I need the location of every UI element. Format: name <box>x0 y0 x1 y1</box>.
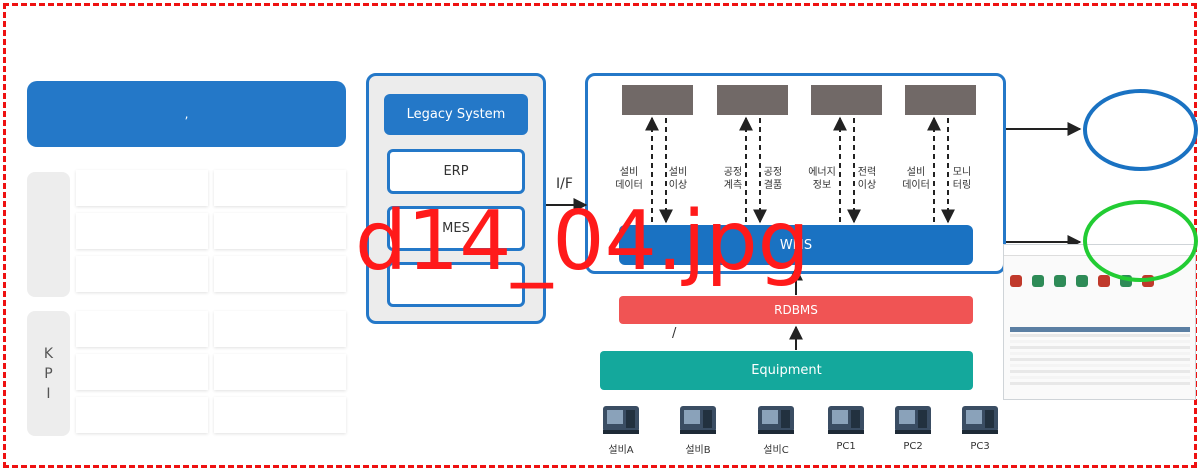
flow-label-up: 설비 데이터 <box>902 167 930 191</box>
device-label: 설비B <box>685 445 711 456</box>
machine-icon <box>962 406 998 434</box>
slash-label: / <box>672 326 677 341</box>
thumb-device-icon <box>1032 275 1044 287</box>
group1-cell <box>214 213 346 249</box>
kpi-side-label: K P I <box>27 311 70 436</box>
kpi-cell <box>214 311 346 347</box>
thumb-device-icon <box>1076 275 1088 287</box>
device-label: 설비A <box>608 445 634 456</box>
machine-icon <box>758 406 794 434</box>
wms-module-box <box>717 85 788 115</box>
kpi-cell <box>214 397 346 433</box>
filename-watermark: d14_04.jpg <box>355 194 810 289</box>
device-label: PC1 <box>836 441 856 452</box>
group1-cell <box>76 213 208 249</box>
output-ellipse-green <box>1083 200 1198 282</box>
wms-module-box <box>622 85 693 115</box>
group1-cell <box>214 256 346 292</box>
legacy-item-erp: ERP <box>387 149 525 194</box>
left-header-bar: , <box>27 81 346 147</box>
left-header-text: , <box>184 107 189 121</box>
flow-label-up: 에너지 정보 <box>808 167 836 191</box>
kpi-cell <box>76 354 208 390</box>
group1-cell <box>214 170 346 206</box>
equipment-bar: Equipment <box>600 351 973 390</box>
machine-icon <box>680 406 716 434</box>
wms-module-box <box>905 85 976 115</box>
thumb-device-icon <box>1098 275 1110 287</box>
output-ellipse-blue <box>1083 89 1198 171</box>
device-label: PC2 <box>903 441 923 452</box>
flow-label-up: 설비 데이터 <box>615 167 643 191</box>
group1-cell <box>76 170 208 206</box>
machine-icon <box>603 406 639 434</box>
dashboard-thumbnail <box>1003 244 1196 400</box>
flow-label-up: 공정 계측 <box>723 167 743 191</box>
group1-side-label <box>27 172 70 297</box>
kpi-cell <box>76 311 208 347</box>
flow-label-down: 설비 이상 <box>668 167 688 191</box>
machine-icon <box>895 406 931 434</box>
flow-label-down: 공정 결품 <box>763 167 783 191</box>
device-label: PC3 <box>970 441 990 452</box>
group1-cell <box>76 256 208 292</box>
kpi-cell <box>214 354 346 390</box>
legacy-system-title: Legacy System <box>384 94 528 135</box>
thumb-device-icon <box>1054 275 1066 287</box>
flow-label-down: 모니 터링 <box>952 167 972 191</box>
machine-icon <box>828 406 864 434</box>
interface-label: I/F <box>556 176 573 192</box>
wms-module-box <box>811 85 882 115</box>
device-label: 설비C <box>763 445 789 456</box>
rdbms-bar: RDBMS <box>619 296 973 324</box>
flow-label-down: 전력 이상 <box>857 167 877 191</box>
legacy-item-3 <box>387 262 525 307</box>
wms-bar: WMS <box>619 225 973 265</box>
thumb-device-icon <box>1010 275 1022 287</box>
kpi-cell <box>76 397 208 433</box>
legacy-item-mes: MES <box>387 206 525 251</box>
